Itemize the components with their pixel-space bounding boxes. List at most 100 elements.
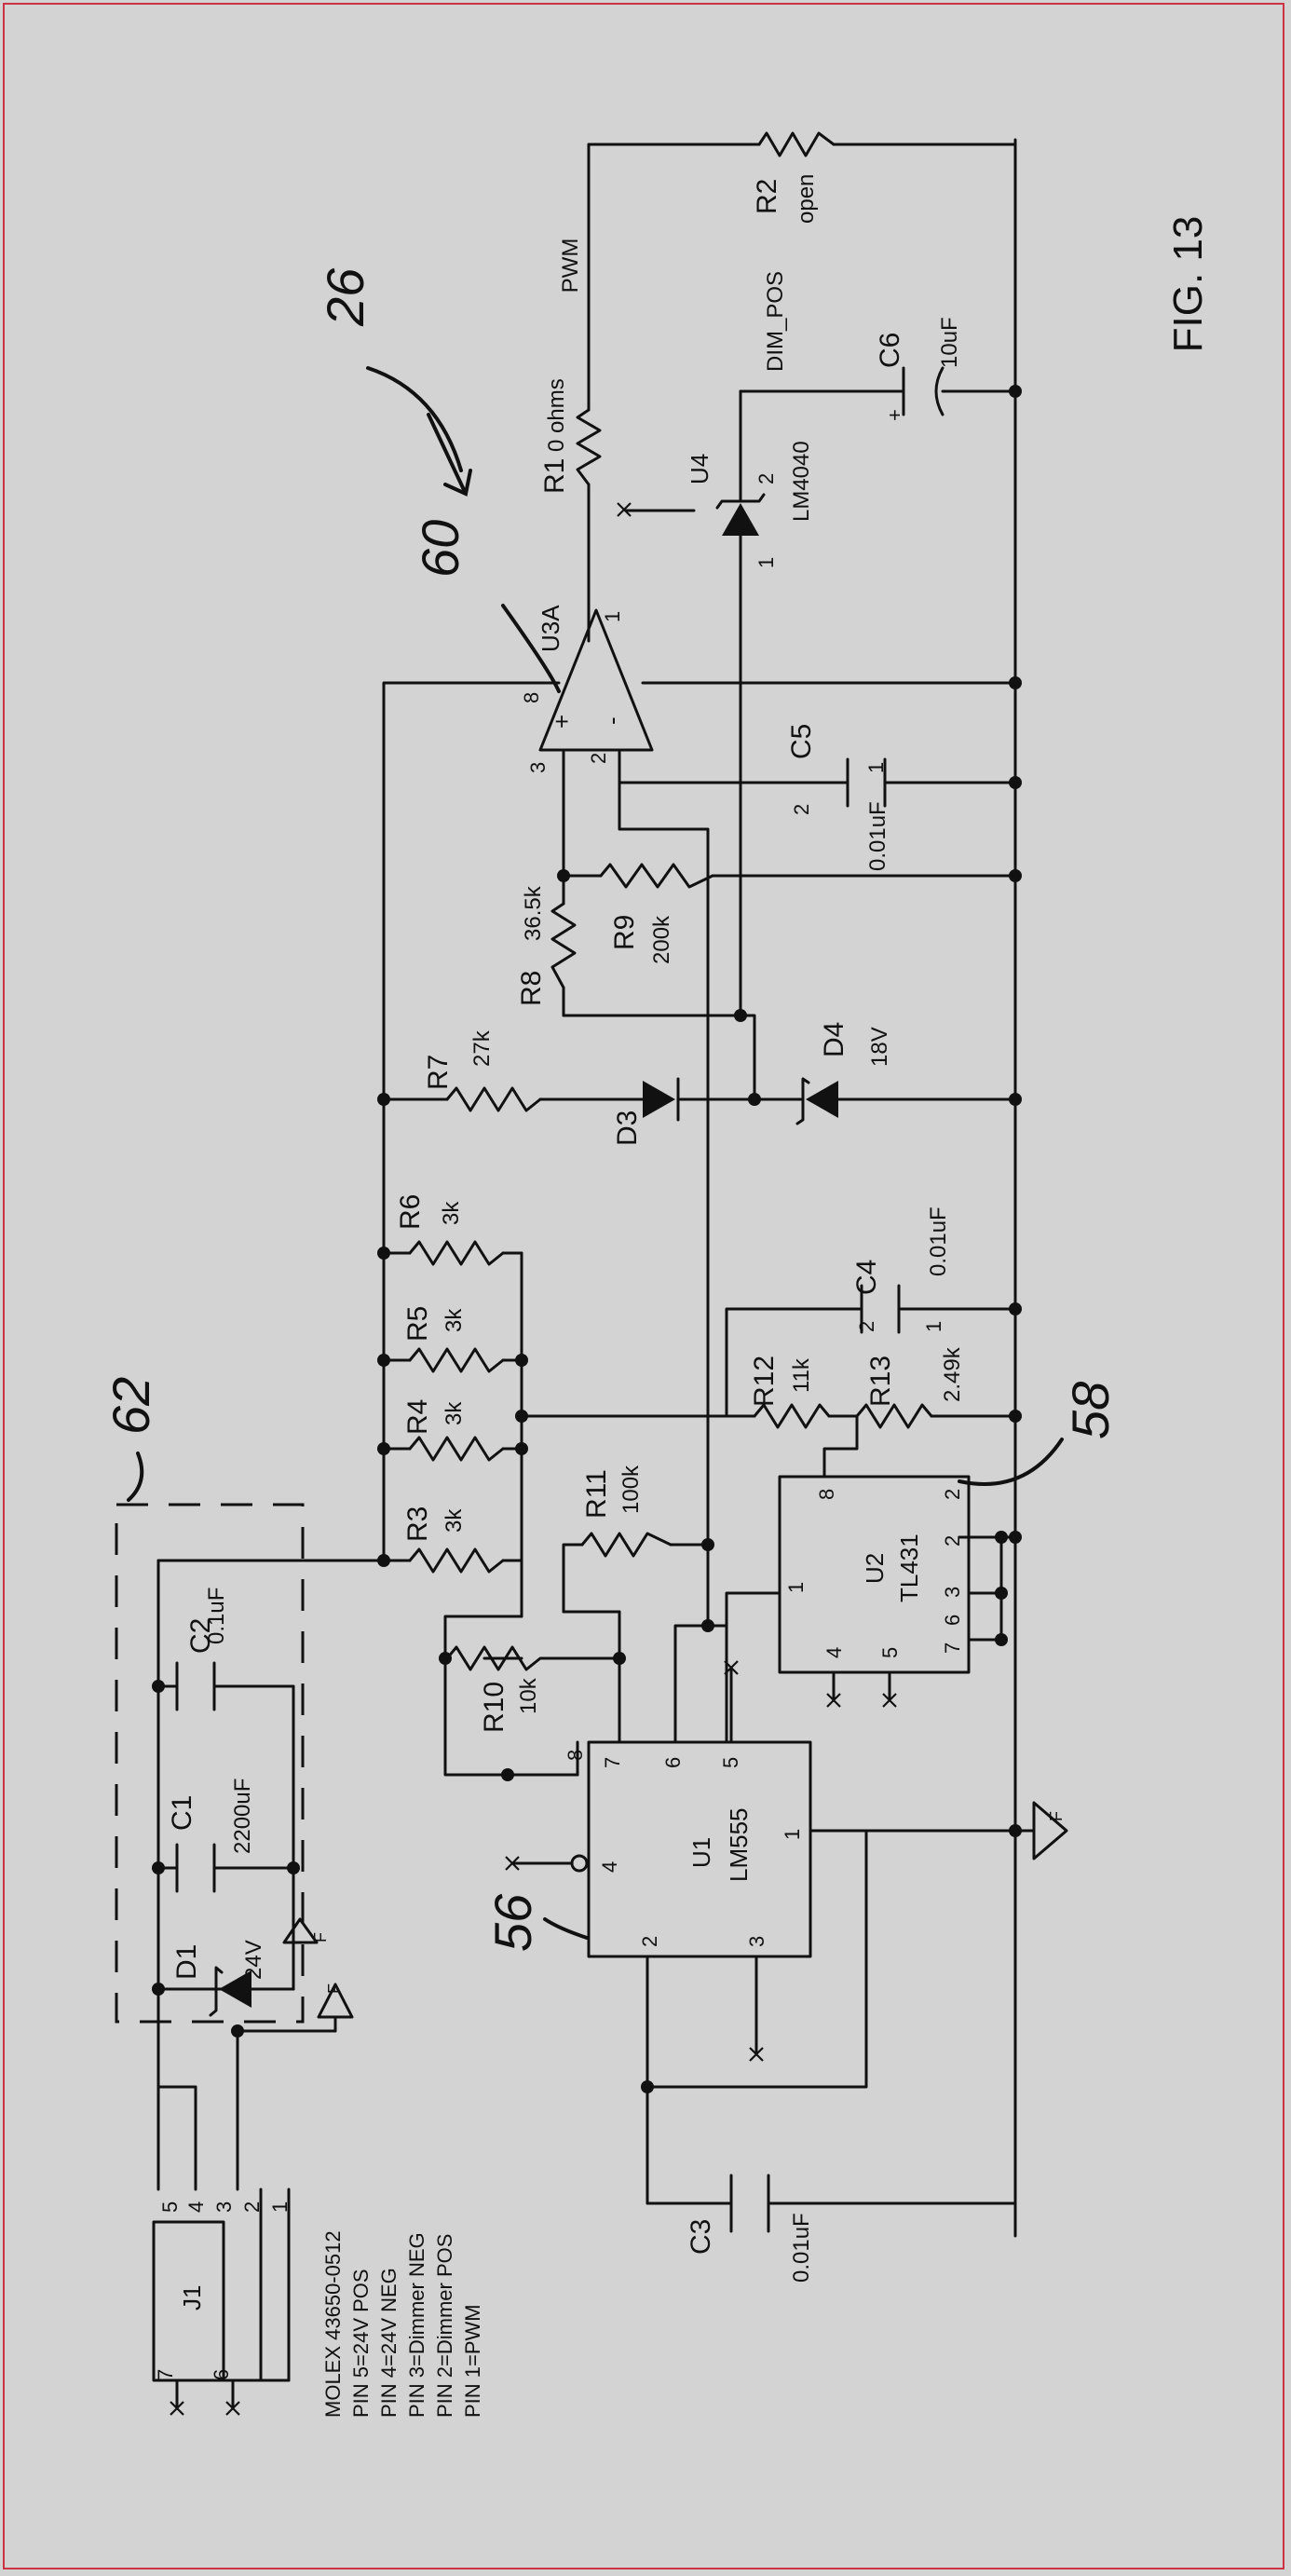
ground-icon: [317, 1983, 354, 2033]
r4-ref: R4: [402, 1399, 433, 1435]
u2-pin3: 3: [941, 1587, 964, 1598]
u3-pin3: 3: [526, 762, 550, 773]
c3-ref: C3: [686, 2219, 716, 2255]
ground-symbols: [282, 1801, 1068, 2033]
nc-j1-6: [225, 2401, 240, 2416]
d3-ref: D3: [612, 1111, 643, 1146]
net-dim-pos: DIM_POS: [763, 271, 788, 372]
nc-u4: [617, 502, 632, 517]
wires: [156, 138, 1017, 2410]
c5-ref: C5: [786, 724, 817, 759]
j1-pin3: 3: [212, 2201, 236, 2213]
u4-pin2: 2: [754, 473, 778, 484]
c1-value: 2200uF: [230, 1779, 255, 1854]
u4-pin1: 1: [754, 557, 778, 568]
c6-ref: C6: [875, 333, 905, 368]
r8-ref: R8: [516, 971, 547, 1006]
r7-value: 27k: [469, 1029, 495, 1067]
u2-pin4: 4: [822, 1647, 846, 1658]
u1-pin5: 5: [719, 1757, 742, 1768]
u2-pin7: 7: [941, 1642, 964, 1654]
connector-note-2: PIN 5=24V POS: [349, 2269, 373, 2418]
u2-pin8: 8: [815, 1489, 838, 1500]
u1-pin4: 4: [598, 1861, 621, 1873]
r8-value: 36.5k: [521, 885, 546, 941]
c6-symbol: [902, 366, 944, 416]
u2-value: TL431: [895, 1533, 923, 1602]
r2-ref: R2: [752, 179, 782, 214]
u1-pin4-bubble: [570, 1854, 589, 1873]
u2-tl431-box: [778, 1475, 971, 1674]
r7-symbol: [445, 1086, 542, 1112]
c6-plus: +: [883, 409, 906, 421]
c1-symbol: [175, 1843, 216, 1893]
c4-value: 0.01uF: [926, 1206, 951, 1276]
u1-value: LM555: [725, 1808, 753, 1883]
junction-dots: [152, 385, 1022, 2093]
nc-u1-5: [724, 1660, 739, 1675]
j1-pin1: 1: [268, 2201, 292, 2213]
connector-note-5: PIN 2=Dimmer POS: [433, 2234, 456, 2418]
u2-pin5: 5: [878, 1647, 902, 1658]
d1-ref: D1: [171, 1944, 202, 1980]
r3-ref: R3: [402, 1506, 433, 1542]
j1-pin7: 7: [154, 2369, 177, 2380]
r8-symbol: [550, 902, 577, 989]
nc-u1-4: [505, 1856, 520, 1871]
c4-ref: C4: [851, 1260, 882, 1295]
u3-pin1: 1: [601, 611, 624, 622]
c5-symbol: [846, 757, 887, 808]
r11-value: 100k: [618, 1465, 644, 1514]
c4-symbol: [860, 1284, 901, 1334]
nc-u1-3: [749, 2047, 764, 2062]
no-connect-marks: [170, 502, 897, 2416]
u1-pin3: 3: [745, 1936, 768, 1947]
u3-pin2: 2: [587, 753, 610, 764]
r10-symbol: [445, 1645, 598, 1671]
r4-value: 3k: [442, 1401, 467, 1425]
j1-pin-wires: [222, 2215, 291, 2382]
r13-ref: R13: [865, 1356, 896, 1407]
j1-pin5: 5: [158, 2201, 182, 2213]
c1-ref: C1: [167, 1795, 197, 1831]
net-pwm: PWM: [558, 239, 583, 293]
r6-symbol: [408, 1240, 505, 1266]
u1-pin2: 2: [638, 1936, 661, 1947]
r4-symbol: [408, 1436, 505, 1462]
r1-symbol: [576, 408, 602, 486]
ground-label: F: [1047, 1811, 1066, 1821]
u1-lm555-box: [587, 1740, 812, 1958]
d3-symbol: [643, 1077, 680, 1122]
u1-pin7: 7: [601, 1757, 624, 1768]
nc-u2-5: [882, 1693, 897, 1708]
r9-ref: R9: [609, 915, 640, 950]
u1-pin1: 1: [781, 1829, 804, 1840]
r3-value: 3k: [442, 1508, 467, 1533]
connector-note-6: PIN 1=PWM: [461, 2304, 484, 2418]
j1-connector-box: [152, 2220, 225, 2382]
opamp-u3a: [538, 608, 654, 752]
u1-pin6: 6: [661, 1757, 685, 1768]
r1-ref: R1: [539, 458, 570, 494]
r7-ref: R7: [423, 1055, 454, 1090]
r1-value: 0 ohms: [544, 378, 569, 452]
connector-note-4: PIN 3=Dimmer NEG: [405, 2232, 428, 2418]
r12-value: 11k: [789, 1357, 814, 1393]
r11-ref: R11: [581, 1469, 612, 1519]
ref-62: 62: [102, 1377, 160, 1435]
u3-ref: U3A: [537, 605, 564, 652]
c4-pin2: 2: [855, 1321, 878, 1332]
u2-pin2a: 2: [941, 1489, 964, 1500]
labels: FIG. 13 26 60 62 58 56 PWM DIM_POS R1 0 …: [102, 174, 1211, 2418]
handwritten-leaders: [127, 366, 1064, 1940]
r9-symbol: [599, 863, 714, 889]
u3-pin8: 8: [520, 692, 543, 703]
r12-ref: R12: [749, 1356, 780, 1407]
u3-plus: +: [548, 715, 576, 729]
figure-title: FIG. 13: [1165, 216, 1211, 353]
c2-ref: C2: [185, 1618, 216, 1654]
c6-value: 10uF: [937, 317, 962, 368]
connector-note-1: MOLEX 43650-0512: [321, 2230, 345, 2418]
